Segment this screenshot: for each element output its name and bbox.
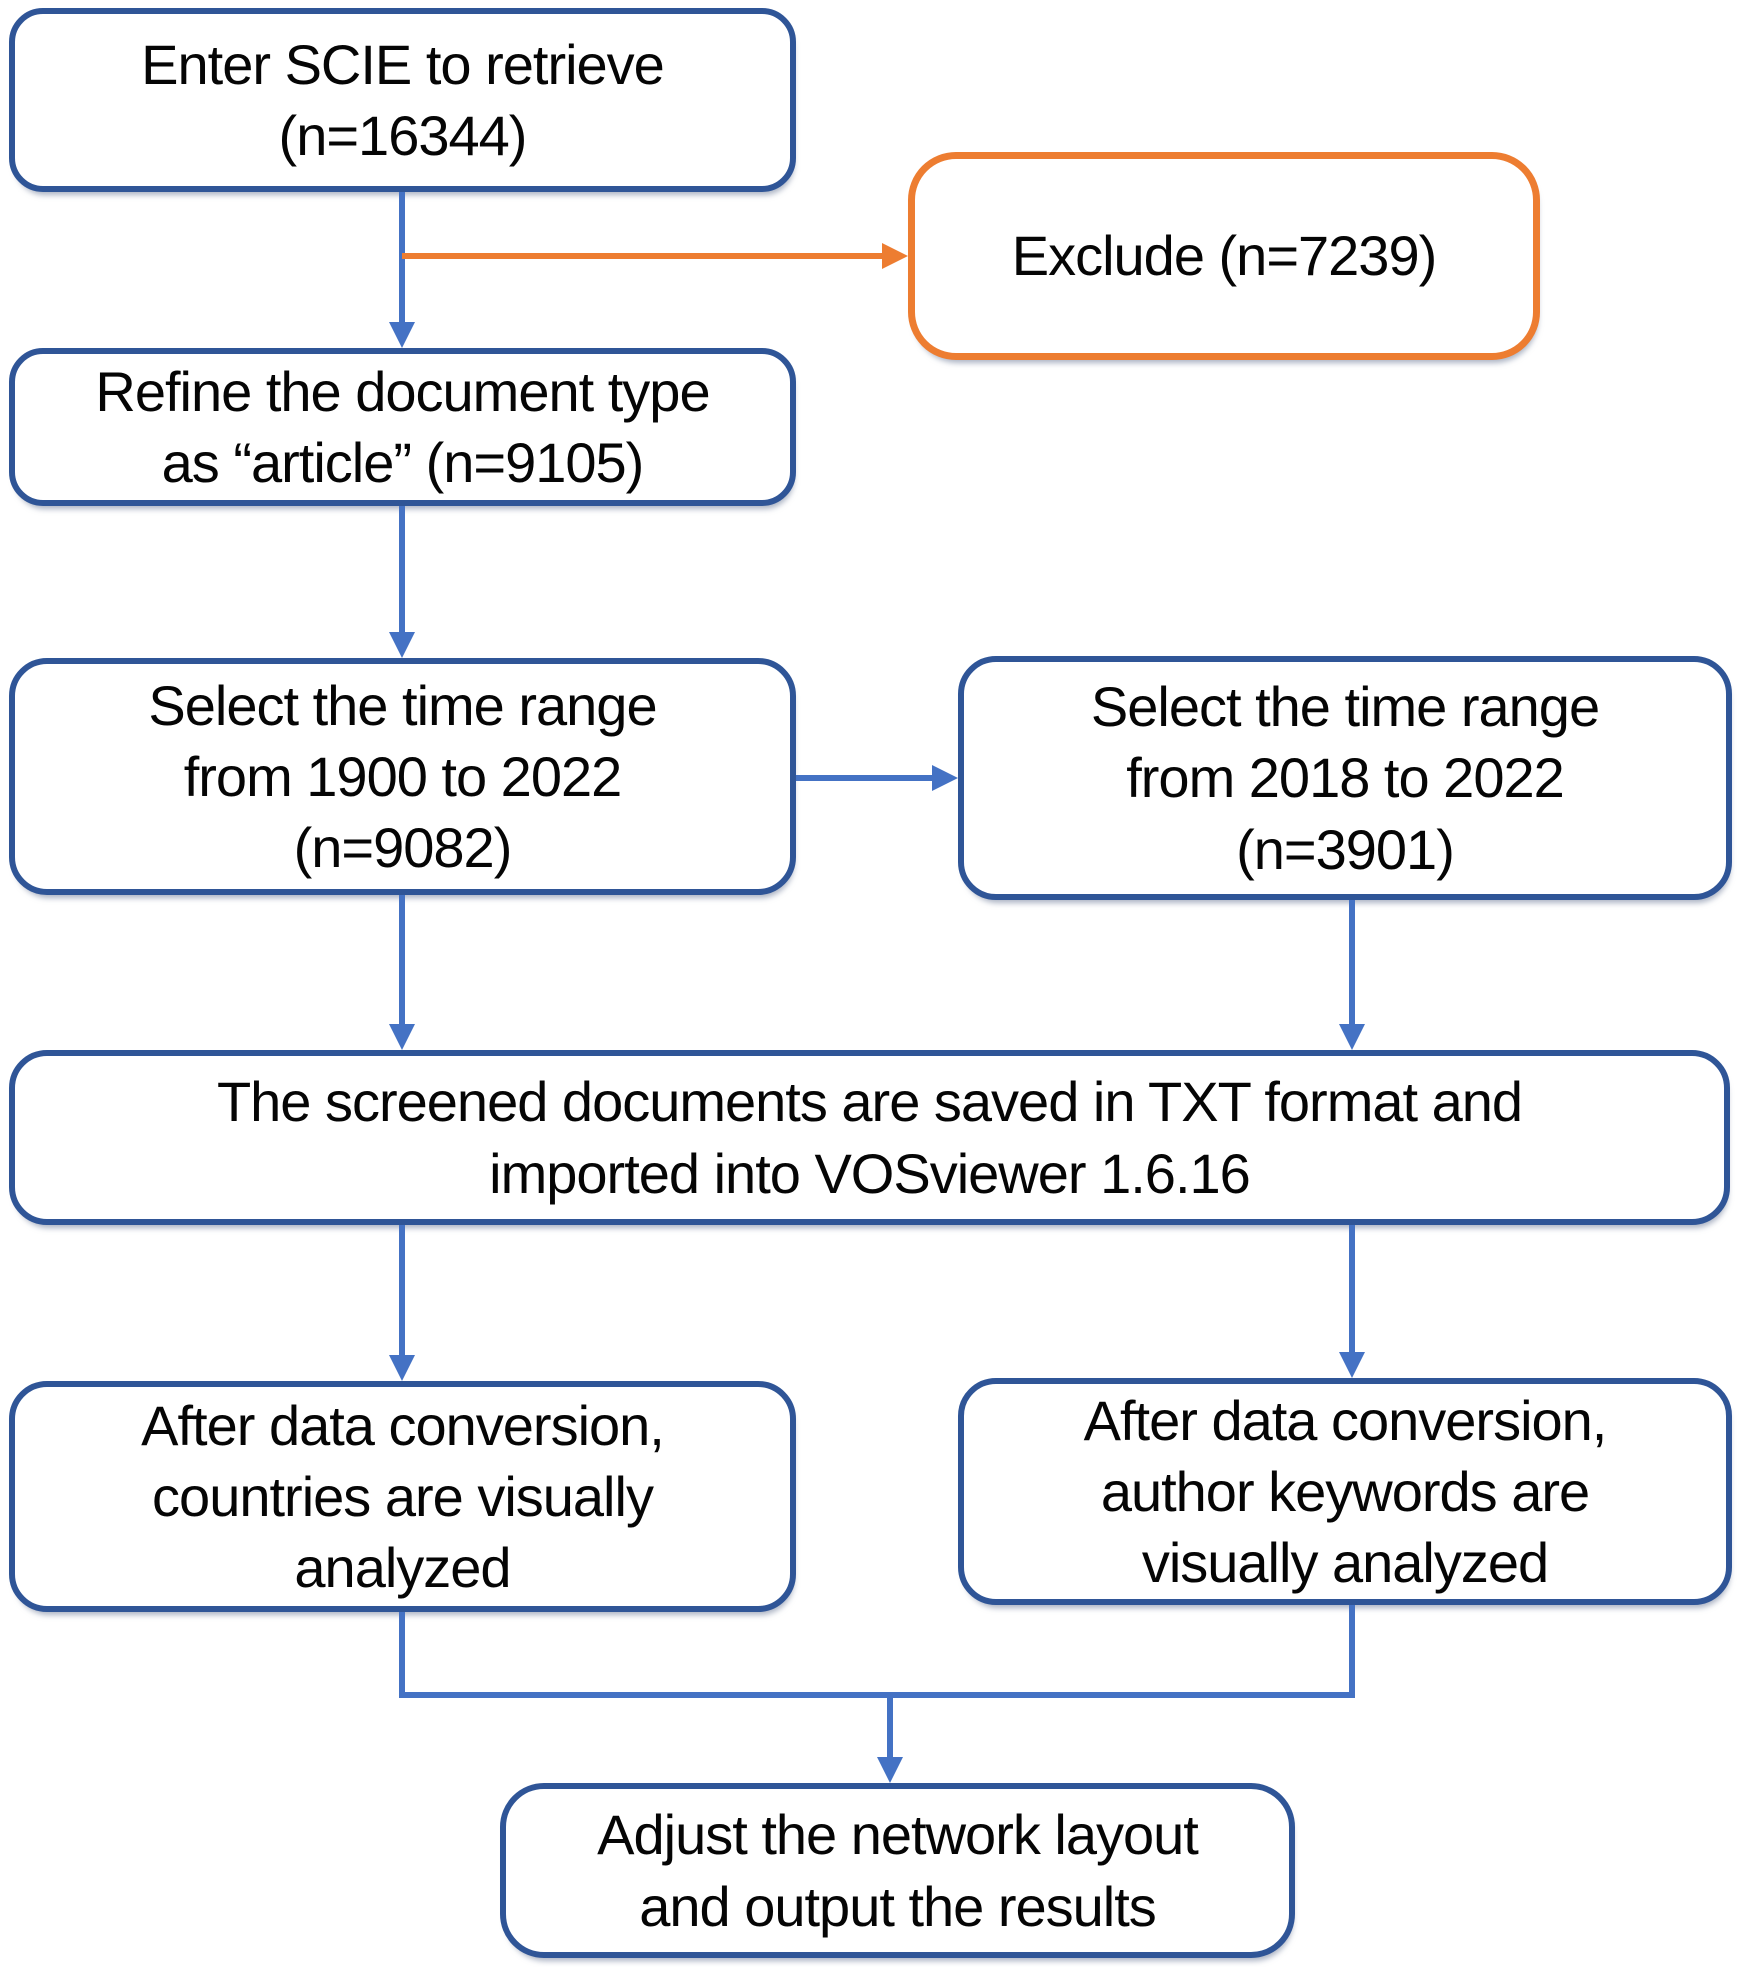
- edge-merge-to-adjust-line: [887, 1692, 893, 1757]
- edge-range2018-to-screened-line: [1349, 900, 1355, 1024]
- edge-screened-to-countries-line: [399, 1225, 405, 1355]
- node-refine-document-type: Refine the document type as “article” (n…: [9, 348, 796, 506]
- edge-range1900-to-range2018-line: [796, 775, 932, 781]
- edge-countries-to-merge-line: [399, 1612, 405, 1698]
- node-screened-documents: The screened documents are saved in TXT …: [9, 1050, 1730, 1225]
- edge-screened-to-countries-arrowhead: [389, 1355, 415, 1381]
- node-exclude-label: Exclude (n=7239): [1011, 224, 1438, 288]
- node-refine-document-type-label: Refine the document type as “article” (n…: [95, 359, 710, 494]
- node-time-range-2018-2022: Select the time range from 2018 to 2022 …: [958, 656, 1732, 900]
- edge-enter-to-refine-arrowhead: [389, 322, 415, 348]
- edge-merge-bar: [399, 1692, 1355, 1698]
- node-author-keywords-analyzed: After data conversion, author keywords a…: [958, 1378, 1732, 1605]
- edge-screened-to-keywords-arrowhead: [1339, 1352, 1365, 1378]
- node-enter-scie-label: Enter SCIE to retrieve (n=16344): [141, 32, 665, 167]
- edge-refine-to-range1900-arrowhead: [389, 632, 415, 658]
- node-time-range-1900-2022: Select the time range from 1900 to 2022 …: [9, 658, 796, 895]
- node-countries-analyzed-label: After data conversion, countries are vis…: [141, 1393, 665, 1600]
- node-time-range-1900-2022-label: Select the time range from 1900 to 2022 …: [148, 673, 657, 880]
- node-exclude: Exclude (n=7239): [908, 152, 1540, 360]
- edge-range2018-to-screened-arrowhead: [1339, 1024, 1365, 1050]
- node-screened-documents-label: The screened documents are saved in TXT …: [216, 1070, 1523, 1205]
- node-enter-scie: Enter SCIE to retrieve (n=16344): [9, 8, 796, 192]
- node-countries-analyzed: After data conversion, countries are vis…: [9, 1381, 796, 1612]
- edge-enter-to-exclude-line: [402, 253, 882, 259]
- node-author-keywords-analyzed-label: After data conversion, author keywords a…: [1083, 1388, 1608, 1595]
- node-adjust-network-layout-label: Adjust the network layout and output the…: [597, 1803, 1199, 1938]
- edge-keywords-to-merge-line: [1349, 1605, 1355, 1698]
- edge-range1900-to-screened-arrowhead: [389, 1024, 415, 1050]
- edge-merge-to-adjust-arrowhead: [877, 1757, 903, 1783]
- edge-enter-to-exclude-arrowhead: [882, 243, 908, 269]
- node-adjust-network-layout: Adjust the network layout and output the…: [500, 1783, 1295, 1958]
- edge-range1900-to-screened-line: [399, 895, 405, 1024]
- edge-refine-to-range1900-line: [399, 506, 405, 632]
- node-time-range-2018-2022-label: Select the time range from 2018 to 2022 …: [1090, 675, 1600, 881]
- edge-screened-to-keywords-line: [1349, 1225, 1355, 1352]
- edge-range1900-to-range2018-arrowhead: [932, 765, 958, 791]
